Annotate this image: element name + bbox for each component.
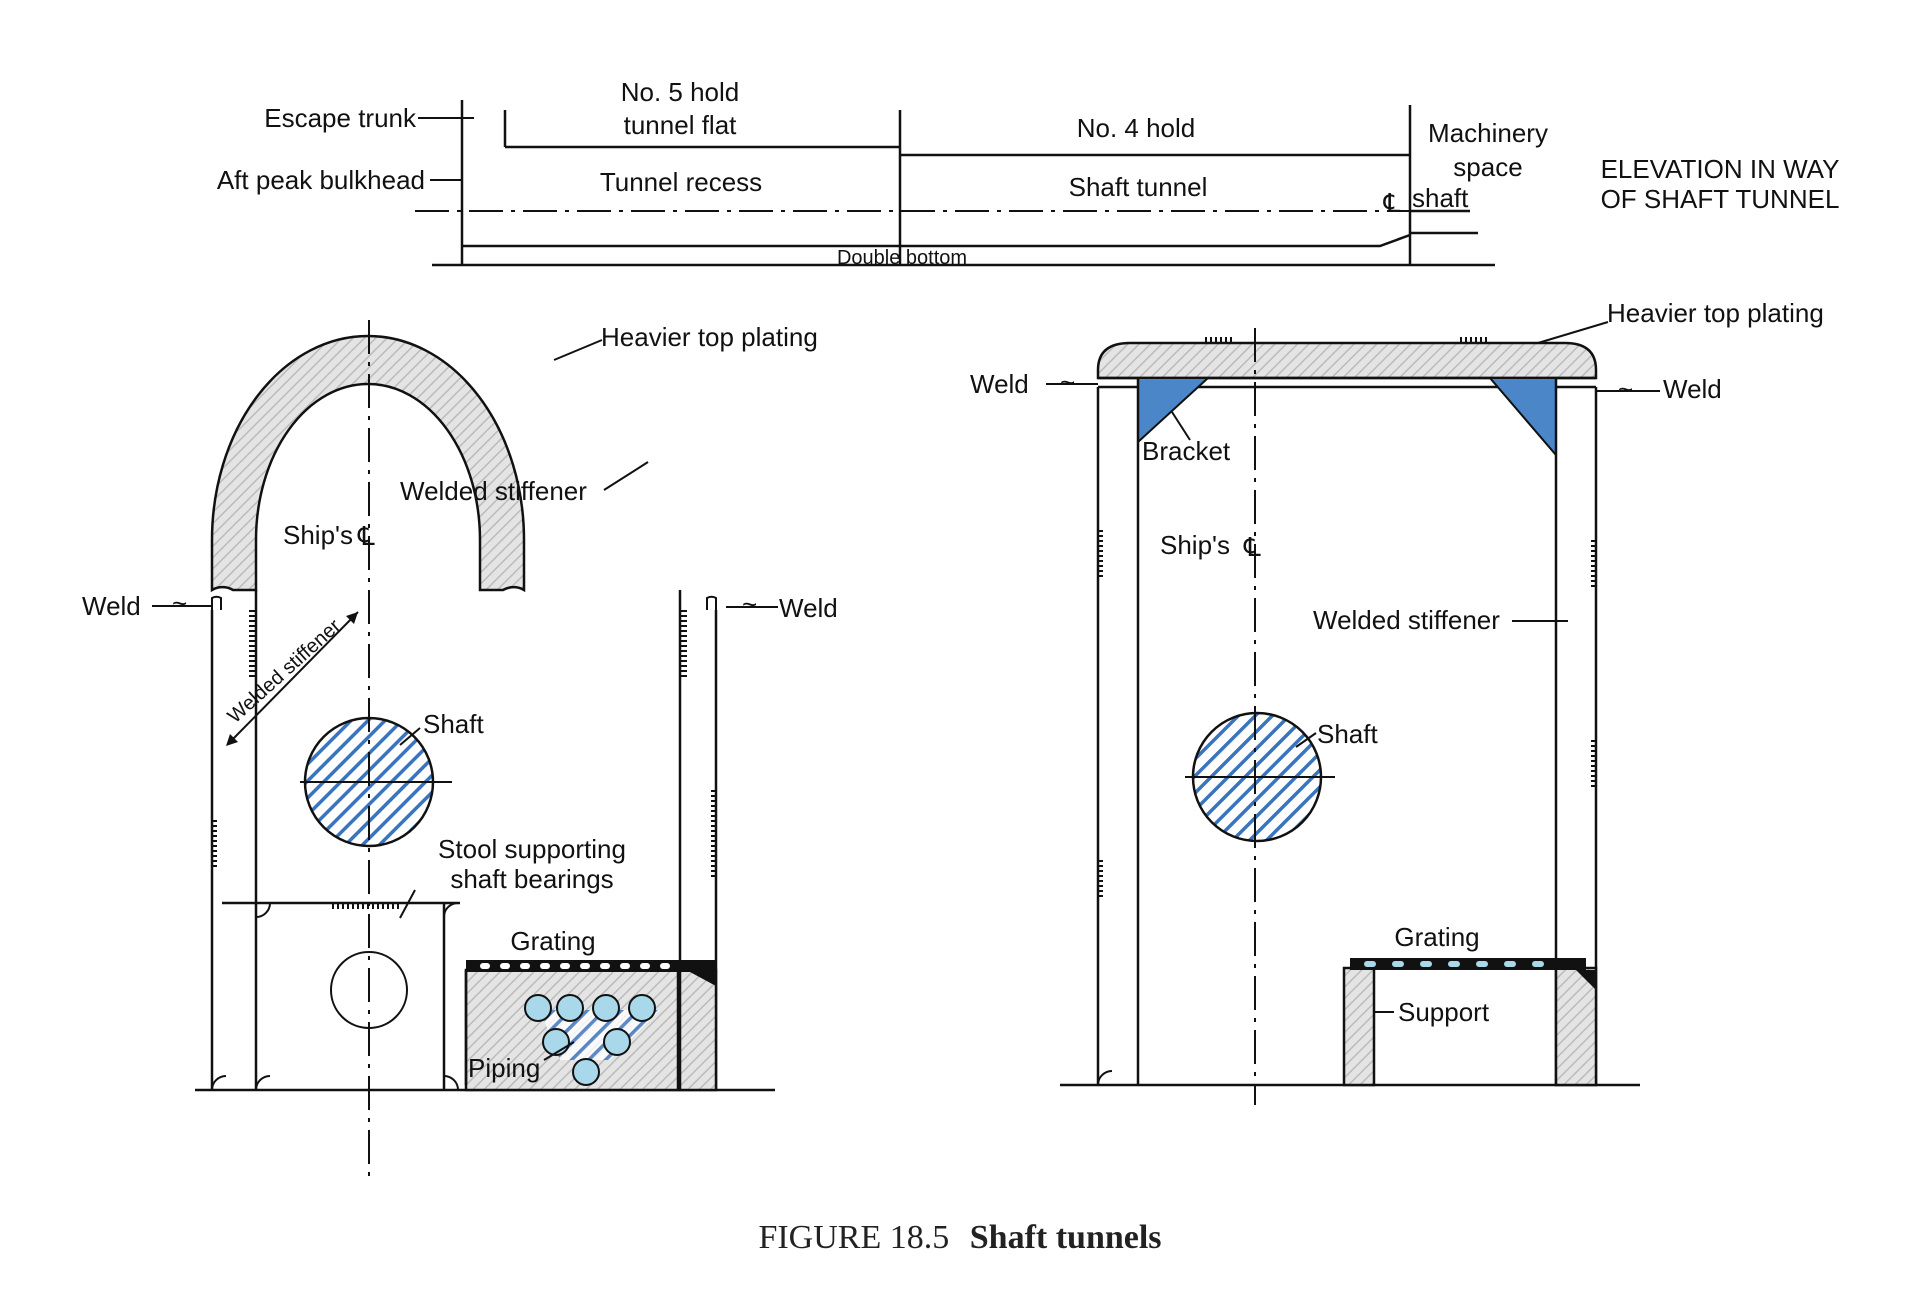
escape-trunk-label: Escape trunk xyxy=(264,103,417,133)
left-grating xyxy=(466,960,716,972)
weld-icon: ~ xyxy=(1060,367,1075,397)
elevation-view: Escape trunk Aft peak bulkhead No. 5 hol… xyxy=(217,77,1840,269)
support-left xyxy=(1342,966,1376,1087)
left-top-plating xyxy=(210,334,526,593)
figure-title: Shaft tunnels xyxy=(970,1219,1162,1256)
heavier-top-plating-label: Heavier top plating xyxy=(1607,298,1824,328)
right-bracket xyxy=(1487,377,1557,458)
piping-label: Piping xyxy=(468,1053,540,1083)
no4-hold-label: No. 4 hold xyxy=(1077,113,1196,143)
pipe xyxy=(628,994,656,1022)
pipe xyxy=(592,994,620,1022)
figure-number: FIGURE 18.5 xyxy=(758,1219,949,1256)
stool-label-2: shaft bearings xyxy=(450,864,613,894)
left-bracket xyxy=(1137,377,1211,445)
ships-cl-label: Ship's xyxy=(283,520,353,550)
centreline-icon: ℄ xyxy=(1243,532,1261,562)
support-label: Support xyxy=(1398,997,1490,1027)
welded-stiffener-label: Welded stiffener xyxy=(1313,605,1500,635)
grating-holes xyxy=(480,963,670,969)
weld-right-label: Weld xyxy=(1663,374,1722,404)
heavier-top-plating-label: Heavier top plating xyxy=(601,322,818,352)
right-tunnel-section: ~ ~ Heavier top plating Weld Weld Bracke… xyxy=(970,298,1824,1105)
pipe xyxy=(556,994,584,1022)
elevation-title-2: OF SHAFT TUNNEL xyxy=(1601,184,1840,214)
shaft-tunnel-label: Shaft tunnel xyxy=(1069,172,1208,202)
pipe xyxy=(603,1028,631,1056)
piping-zone xyxy=(540,1010,660,1060)
weld-icon: ~ xyxy=(172,588,187,618)
elevation-title-1: ELEVATION IN WAY xyxy=(1601,154,1840,184)
right-top-plating xyxy=(1096,341,1598,380)
weld-right-label: Weld xyxy=(779,593,838,623)
pipe xyxy=(542,1028,570,1056)
tunnel-recess-label: Tunnel recess xyxy=(600,167,762,197)
bracket-label: Bracket xyxy=(1142,436,1231,466)
left-side-plate xyxy=(678,968,718,1092)
double-bottom-label: Double bottom xyxy=(837,247,967,269)
weld-left-label: Weld xyxy=(970,369,1029,399)
machinery-label-2: space xyxy=(1453,152,1522,182)
weld-icon: ~ xyxy=(742,589,757,619)
shaft-label: Shaft xyxy=(1317,719,1378,749)
grating-label: Grating xyxy=(510,926,595,956)
support-right xyxy=(1554,966,1598,1087)
machinery-label-1: Machinery xyxy=(1428,118,1548,148)
shaft-label: Shaft xyxy=(423,709,484,739)
grating-label: Grating xyxy=(1394,922,1479,952)
aft-peak-bulkhead-label: Aft peak bulkhead xyxy=(217,165,425,195)
weld-icon: ~ xyxy=(1618,374,1633,404)
welded-stiffener-diagonal-label: Welded stiffener xyxy=(224,615,346,728)
right-grating-holes xyxy=(1364,961,1544,967)
right-grating xyxy=(1350,958,1586,970)
ships-cl-label: Ship's xyxy=(1160,530,1230,560)
pipe xyxy=(572,1058,600,1086)
pipe xyxy=(524,994,552,1022)
stool-label-1: Stool supporting xyxy=(438,834,626,864)
centreline-icon: ℄ xyxy=(357,521,375,551)
shaft-elev-label: shaft xyxy=(1412,183,1469,213)
figure-caption: FIGURE 18.5 Shaft tunnels xyxy=(758,1219,1161,1256)
no5-hold-label-2: tunnel flat xyxy=(624,110,738,140)
weld-left-label: Weld xyxy=(82,591,141,621)
centreline-icon: ℄ xyxy=(1383,188,1401,218)
no5-hold-label-1: No. 5 hold xyxy=(621,77,740,107)
left-tunnel-section: ~ ~ Heavier top plating Welded stiffener… xyxy=(82,320,838,1180)
welded-stiffener-label: Welded stiffener xyxy=(400,476,587,506)
